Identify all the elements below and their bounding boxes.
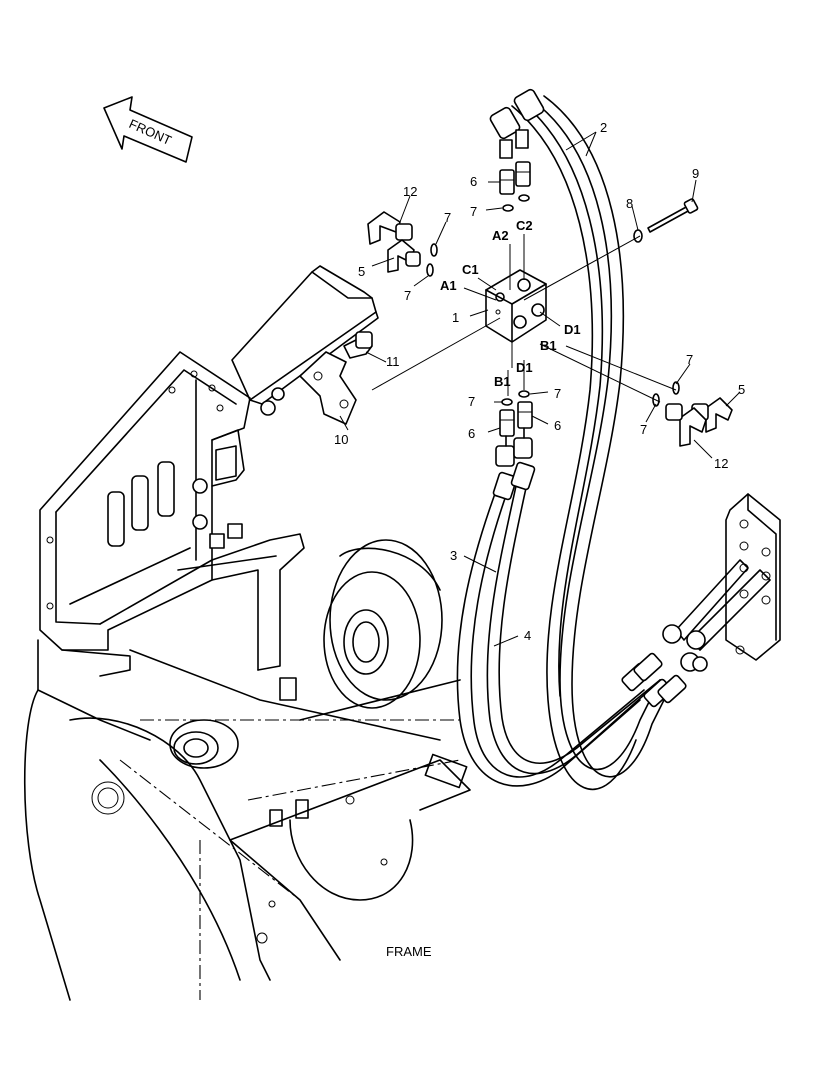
callout-6-top: 6 — [470, 174, 477, 189]
callout-8: 8 — [626, 196, 633, 211]
callout-5-right: 5 — [738, 382, 745, 397]
port-label-c1: C1 — [462, 262, 479, 277]
port-label-d1-lower: D1 — [516, 360, 533, 375]
callout-7-left-b: 7 — [404, 288, 411, 303]
valve-block — [485, 269, 547, 343]
port-labels: A2 C2 C1 A1 D1 B1 D1 B1 — [440, 218, 581, 389]
port-label-c2: C2 — [516, 218, 533, 233]
callout-6-lower-right: 6 — [554, 418, 561, 433]
callout-7-mid-right: 7 — [554, 386, 561, 401]
upper-hose-fittings — [489, 88, 545, 159]
callout-7-mid-left: 7 — [468, 394, 475, 409]
callout-7-top: 7 — [470, 204, 477, 219]
right-mounting-bracket — [662, 493, 781, 672]
mounting-plate — [299, 331, 373, 425]
port-label-b1-block: B1 — [540, 338, 557, 353]
leader-lines — [339, 131, 741, 647]
callout-7-left-a: 7 — [444, 210, 451, 225]
bolt-and-washer — [633, 198, 699, 243]
port-label-a2: A2 — [492, 228, 509, 243]
port-label-b1-lower: B1 — [494, 374, 511, 389]
callout-4: 4 — [524, 628, 531, 643]
callout-2: 2 — [600, 120, 607, 135]
frame-caption: FRAME — [386, 944, 432, 959]
adapters-and-orings — [367, 161, 733, 467]
callout-1: 1 — [452, 310, 459, 325]
roller-hub — [169, 539, 443, 769]
callout-labels: 2 9 8 12 5 7 7 6 7 1 11 10 7 6 7 6 7 7 5… — [334, 120, 745, 643]
mounting-bracket-frame — [39, 265, 468, 827]
callout-6-lower-left: 6 — [468, 426, 475, 441]
hydraulic-hoses — [456, 95, 687, 791]
callout-12-left: 12 — [403, 184, 417, 199]
port-label-a1: A1 — [440, 278, 457, 293]
callout-11: 11 — [386, 354, 400, 369]
callout-9: 9 — [692, 166, 699, 181]
callout-7-right-a: 7 — [686, 352, 693, 367]
lower-chassis-frame — [23, 639, 471, 1001]
callout-3: 3 — [450, 548, 457, 563]
front-direction-arrow-icon: FRONT — [103, 96, 193, 163]
callout-7-right-b: 7 — [640, 422, 647, 437]
callout-10: 10 — [334, 432, 348, 447]
callout-5-left: 5 — [358, 264, 365, 279]
callout-12-right: 12 — [714, 456, 728, 471]
port-label-d1-block: D1 — [564, 322, 581, 337]
